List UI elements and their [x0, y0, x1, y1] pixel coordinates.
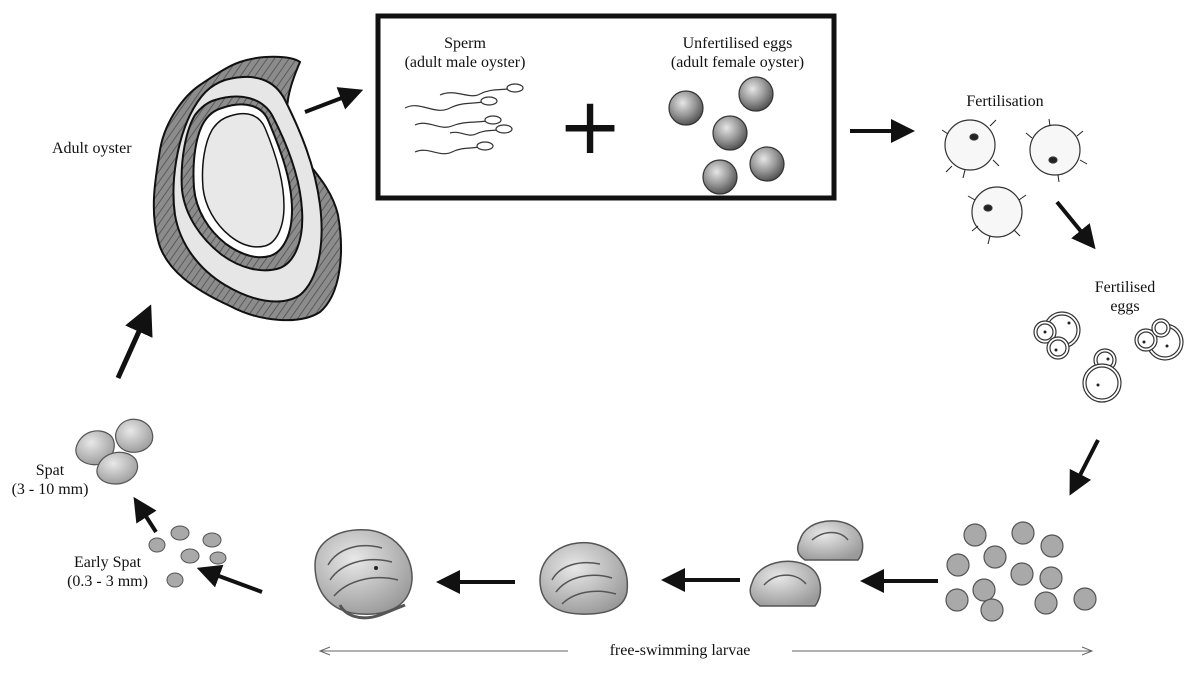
- arrow-to-early-spat: [196, 564, 263, 594]
- arrow-adult-to-gametes: [304, 87, 364, 114]
- sperm-title: Sperm: [444, 35, 486, 52]
- eggs-label-group: Unfertilised eggs (adult female oyster): [645, 34, 830, 72]
- fertilised-eggs-line-2: eggs: [1110, 298, 1140, 315]
- arrow-to-fertilised-eggs: [1055, 200, 1096, 250]
- early-spat-label: Early Spat (0.3 - 3 mm): [55, 553, 160, 591]
- early-spat-size: (0.3 - 3 mm): [67, 573, 148, 590]
- arrow-to-adult: [115, 304, 153, 380]
- d-larvae-illustration: [749, 520, 864, 607]
- fertilised-eggs-illustration: [1033, 311, 1184, 403]
- plus-sign: +: [557, 82, 623, 172]
- early-spat-title: Early Spat: [73, 554, 142, 571]
- unfertilised-eggs-illustration: [668, 76, 785, 195]
- free-swimming-range: [318, 646, 1094, 656]
- sperm-illustration: [404, 83, 524, 155]
- adult-oyster-label: Adult oyster: [52, 140, 132, 157]
- fertilised-eggs-line-1: Fertilised: [1094, 279, 1156, 296]
- early-spat-illustration: [148, 525, 227, 588]
- umbo-larva-illustration: [539, 541, 629, 615]
- pediveliger-illustration: [314, 529, 413, 620]
- arrow-to-early-larvae: [1069, 439, 1100, 496]
- spat-illustration: [75, 418, 154, 485]
- trochophore-larvae-illustration: [945, 521, 1097, 622]
- arrow-to-spat: [133, 496, 158, 534]
- eggs-subtitle: (adult female oyster): [670, 54, 805, 71]
- spat-title: Spat: [35, 462, 65, 479]
- adult-oyster-illustration: [152, 55, 342, 322]
- sperm-label-group: Sperm (adult male oyster): [380, 34, 550, 72]
- fertilised-eggs-label: Fertilised eggs: [1075, 278, 1175, 316]
- fertilisation-illustration: [941, 118, 1088, 245]
- spat-label: Spat (3 - 10 mm): [5, 461, 95, 499]
- fertilisation-label: Fertilisation: [966, 93, 1044, 110]
- free-swimming-larvae-label: free-swimming larvae: [609, 642, 751, 659]
- spat-size: (3 - 10 mm): [11, 481, 89, 498]
- sperm-subtitle: (adult male oyster): [404, 54, 526, 71]
- eggs-title: Unfertilised eggs: [682, 35, 793, 52]
